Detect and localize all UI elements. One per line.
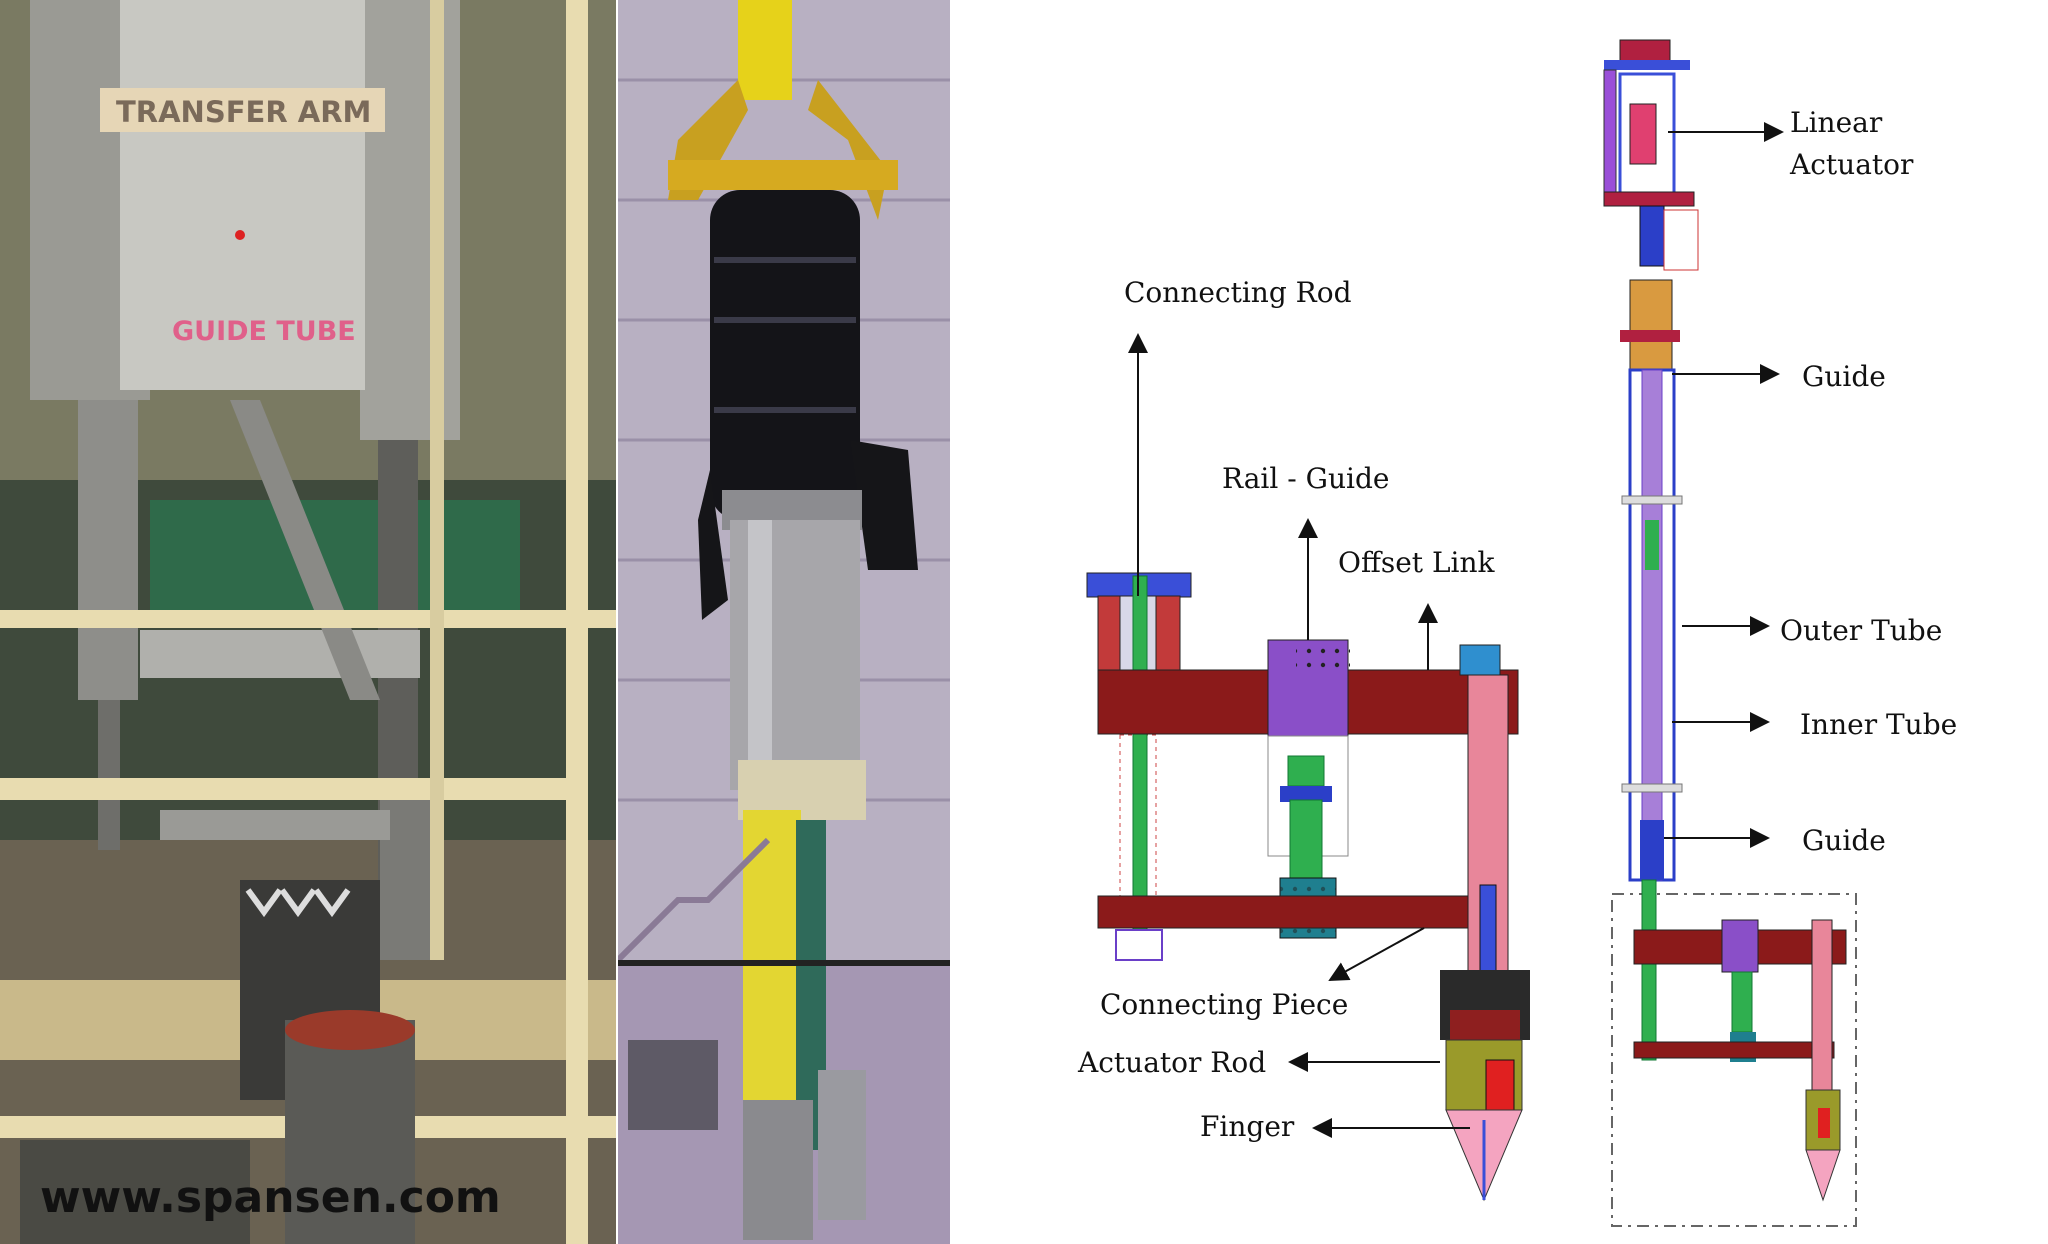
watermark-text: www.spansen.com <box>40 1172 501 1223</box>
guide-tube-sign: GUIDE TUBE <box>172 316 356 347</box>
label-connecting-piece: Connecting Piece <box>1100 988 1348 1021</box>
transfer-arm-photo-art: TRANSFER ARM GUIDE TUBE <box>0 0 616 1244</box>
label-actuator: Actuator <box>1789 148 1914 181</box>
transfer-arm-sign: TRANSFER ARM <box>116 95 371 129</box>
label-actuator-rod: Actuator Rod <box>1077 1046 1266 1079</box>
label-rail-guide: Rail - Guide <box>1222 462 1389 495</box>
label-linear: Linear <box>1790 106 1883 139</box>
lifted-arm-photo-art <box>618 0 950 1244</box>
lifted-arm-photo <box>618 0 950 1244</box>
transfer-arm-photo: TRANSFER ARM GUIDE TUBE <box>0 0 616 1244</box>
label-outer-tube: Outer Tube <box>1780 614 1942 647</box>
label-guide-bottom: Guide <box>1802 824 1886 857</box>
label-offset-link: Offset Link <box>1338 546 1496 579</box>
photo-divider <box>616 0 618 1244</box>
gripper-mechanism-diagram: Connecting Rod Rail - Guide Offset Link … <box>1077 276 1530 1202</box>
label-guide-top: Guide <box>1802 360 1886 393</box>
label-inner-tube: Inner Tube <box>1800 708 1957 741</box>
full-arm-assembly-diagram: Linear Actuator Guide Outer Tube Inner T… <box>1603 39 1957 1227</box>
label-finger: Finger <box>1200 1110 1295 1143</box>
label-connecting-rod: Connecting Rod <box>1124 276 1352 309</box>
